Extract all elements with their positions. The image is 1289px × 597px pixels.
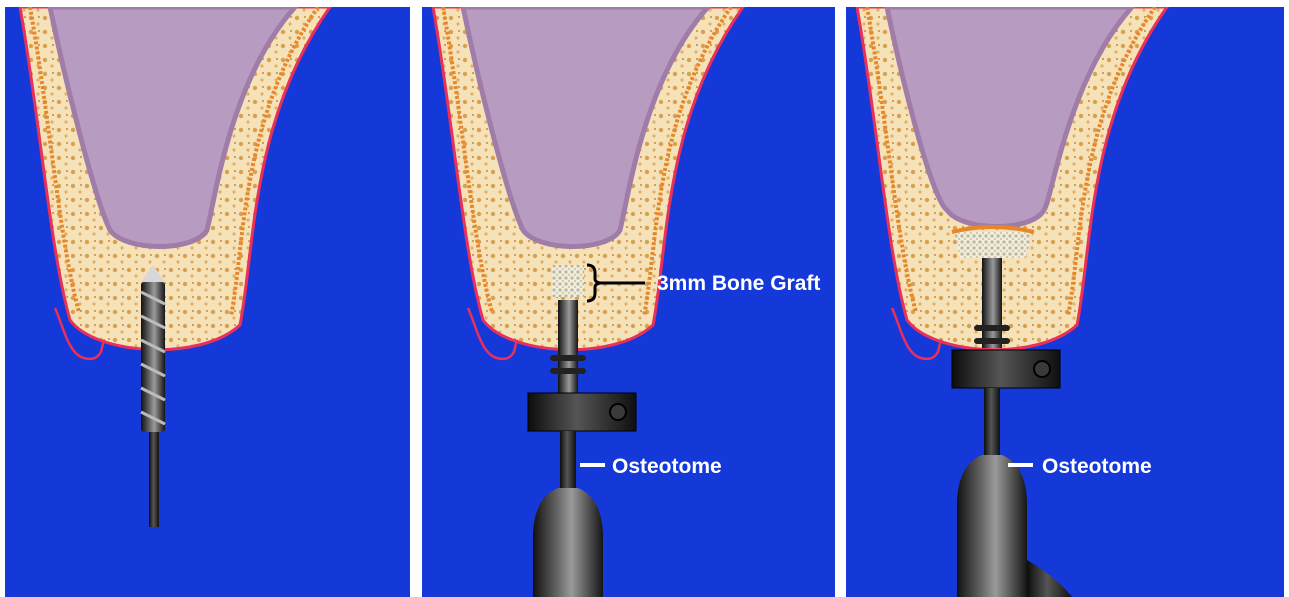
bone-graft: [552, 265, 584, 297]
bone-graft-text: 3mm Bone Graft: [657, 272, 820, 295]
panel-osteotome-graft: [422, 7, 835, 597]
osteotome-handle: [533, 488, 603, 597]
panel-drill: [5, 7, 410, 597]
panel-osteotome-elevated: [846, 7, 1284, 597]
bone-graft: [954, 232, 1032, 258]
osteotome-text-2: Osteotome: [1042, 455, 1152, 478]
osteotome-text-1: Osteotome: [612, 455, 722, 478]
osteotome-handle: [957, 455, 1027, 597]
